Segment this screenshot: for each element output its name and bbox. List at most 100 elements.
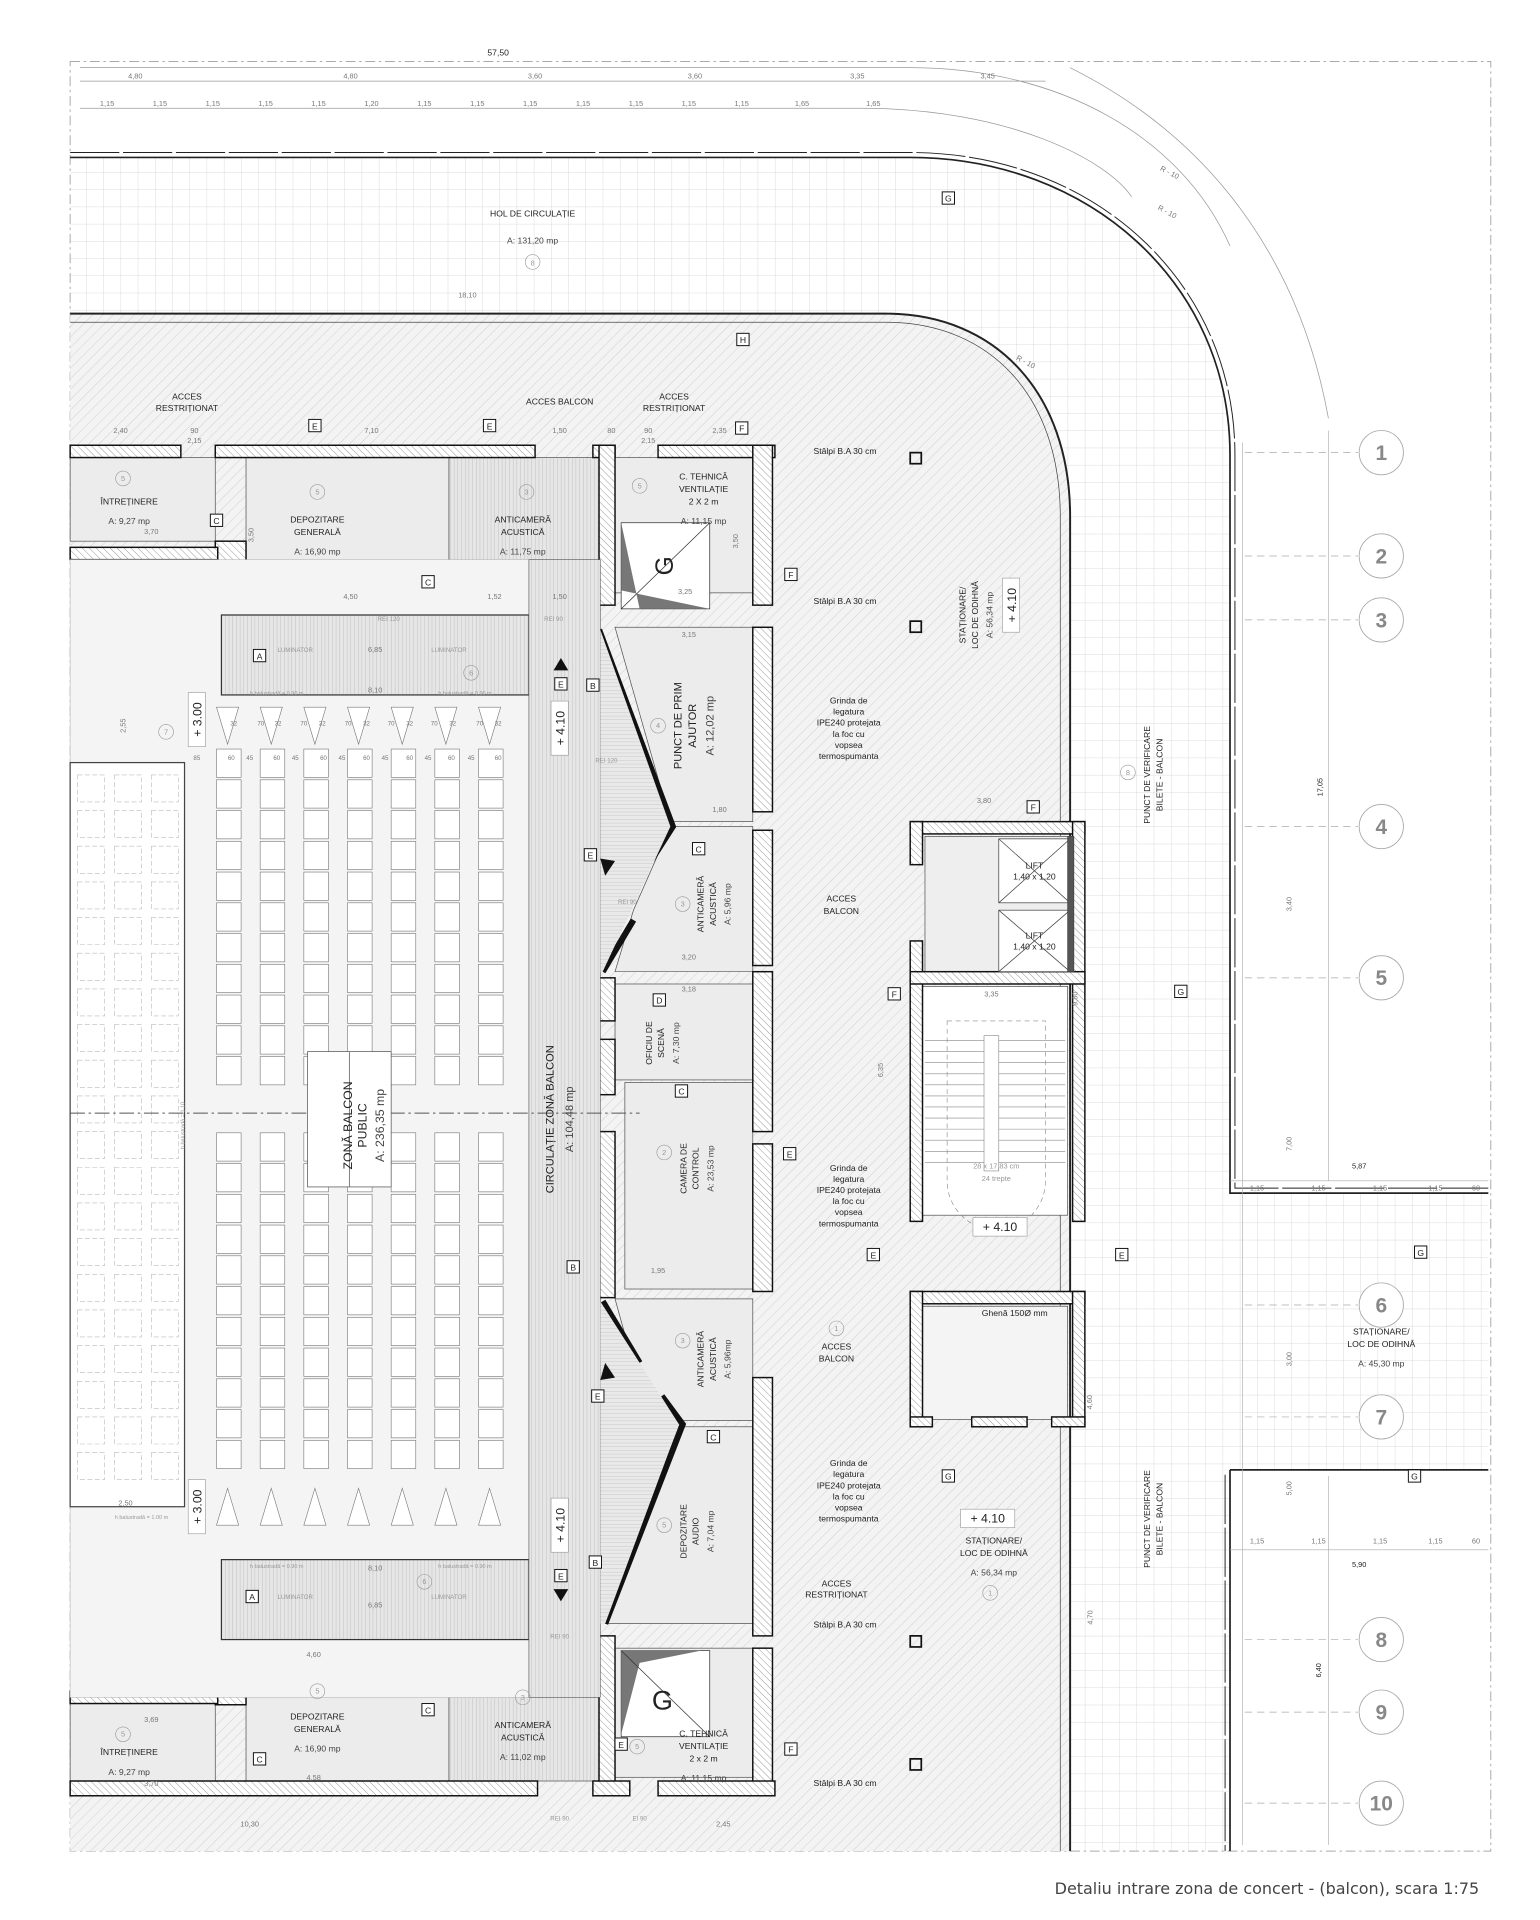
room-number: 5 — [121, 1730, 125, 1739]
room-number: 3 — [521, 1693, 525, 1702]
balustrade-note: h balustradă = 1.10 — [181, 1102, 187, 1149]
dimension: 32 — [449, 721, 456, 728]
room-name: DEPOZITARE — [290, 515, 345, 525]
seat — [303, 1347, 329, 1377]
dimension: 2,15 — [187, 436, 201, 445]
room-area: A: 236,35 mp — [373, 1089, 387, 1162]
room-number: 5 — [635, 1742, 639, 1751]
dimension: 1,50 — [553, 592, 567, 601]
lower-seat — [77, 917, 105, 945]
room-number-badge — [309, 1683, 326, 1699]
step-marker — [390, 706, 414, 746]
lower-seat — [114, 952, 142, 981]
lower-seat — [151, 1416, 179, 1445]
seat — [478, 1224, 504, 1254]
room-number-badge — [631, 478, 648, 494]
beam-note: vopsea — [835, 1207, 863, 1217]
dimension: 3,35 — [984, 989, 998, 998]
zone-number: 6 — [469, 668, 473, 677]
room-area: A: 9,27 mp — [108, 1767, 150, 1777]
dimension: 1,15 — [576, 99, 590, 108]
dimension: 60 — [448, 755, 455, 762]
dimension: 7,00 — [1285, 1137, 1294, 1151]
room-area: A: 5,96mp — [723, 1339, 733, 1378]
dimension: 6,40 — [1314, 1663, 1323, 1677]
room-number: 5 — [315, 487, 319, 496]
grid-marker — [614, 1737, 628, 1751]
room-number-badge — [309, 484, 326, 500]
dimension: 70 — [388, 721, 395, 728]
elevation-label: + 4.10 — [970, 1512, 1005, 1526]
lower-seat — [114, 1238, 142, 1266]
axis-number: 8 — [1375, 1629, 1387, 1652]
seat — [303, 779, 329, 809]
step-marker — [216, 1487, 240, 1526]
lower-seat — [77, 952, 105, 981]
grid-marker-letter: G — [1411, 1472, 1418, 1482]
room-name: ÎNTREȚINERE — [100, 1747, 159, 1757]
dimension: 1,95 — [651, 1266, 665, 1275]
axis-number: 6 — [1375, 1294, 1387, 1317]
room-name: ANTICAMERĂ — [696, 876, 706, 933]
room-name: BILETE - BALCON — [1154, 739, 1164, 812]
room-name: LOC DE ODIHNĂ — [970, 581, 980, 649]
dimension: 3,18 — [682, 984, 696, 993]
dimension: 60 — [406, 755, 413, 762]
seat — [347, 1194, 373, 1223]
seat — [434, 1409, 460, 1439]
seat — [259, 1317, 286, 1346]
grid-marker-letter: H — [740, 335, 746, 345]
seat — [347, 994, 373, 1024]
step-marker — [478, 706, 502, 746]
seat — [478, 933, 504, 963]
seat — [390, 1224, 417, 1254]
seat — [259, 1194, 286, 1223]
dimension: 1,15 — [206, 99, 220, 108]
room-number: 8 — [1126, 768, 1130, 777]
seat — [390, 1286, 417, 1316]
dimension: 70 — [345, 721, 352, 728]
seat — [303, 810, 329, 840]
seat — [347, 779, 373, 809]
room-name: LOC DE ODIHNĂ — [1347, 1339, 1415, 1349]
dimension: 1,65 — [795, 99, 809, 108]
circulation-ramp — [600, 1301, 679, 1624]
axis-bubble — [1358, 955, 1404, 1001]
seat — [259, 810, 286, 840]
dimension: 4,60 — [1085, 1395, 1094, 1409]
zone-number: 7 — [164, 727, 168, 736]
dimension: 6,35 — [876, 1063, 885, 1077]
room-area: A: 5,96 mp — [723, 883, 733, 925]
beam-note: Grinda de — [830, 696, 868, 706]
dimension: 3,69 — [144, 1715, 158, 1724]
grid-marker-letter: E — [595, 1392, 601, 1402]
access-label: RESTRIȚIONAT — [643, 403, 706, 413]
pillar-note: Stâlpi B.A 30 cm — [813, 1619, 876, 1629]
grid-marker — [1414, 1245, 1428, 1259]
stair-note: 28 x 17,83 cm — [973, 1161, 1019, 1170]
seat — [347, 840, 373, 870]
seat — [478, 963, 504, 993]
seat — [216, 902, 242, 932]
seat — [434, 748, 460, 778]
seat — [259, 1025, 286, 1055]
seat — [259, 1056, 286, 1086]
seat — [390, 779, 417, 809]
dimension: 7,10 — [364, 426, 378, 435]
seat — [434, 810, 460, 840]
grid-marker-letter: F — [788, 570, 793, 580]
grid-marker — [1174, 984, 1188, 999]
dimension: 3,35 — [850, 72, 864, 81]
seat — [478, 810, 504, 840]
seat — [434, 963, 460, 993]
grid-marker — [252, 648, 267, 663]
seat — [259, 963, 286, 993]
room-name: AJUTOR — [687, 704, 699, 748]
dimension: 1,52 — [487, 592, 501, 601]
seat — [216, 1224, 242, 1254]
grid-marker — [588, 1555, 602, 1569]
axis-bubble — [1358, 533, 1404, 579]
dimension: 85 — [193, 755, 200, 762]
fire-rating: REI 120 — [378, 616, 401, 623]
seat — [347, 748, 373, 778]
